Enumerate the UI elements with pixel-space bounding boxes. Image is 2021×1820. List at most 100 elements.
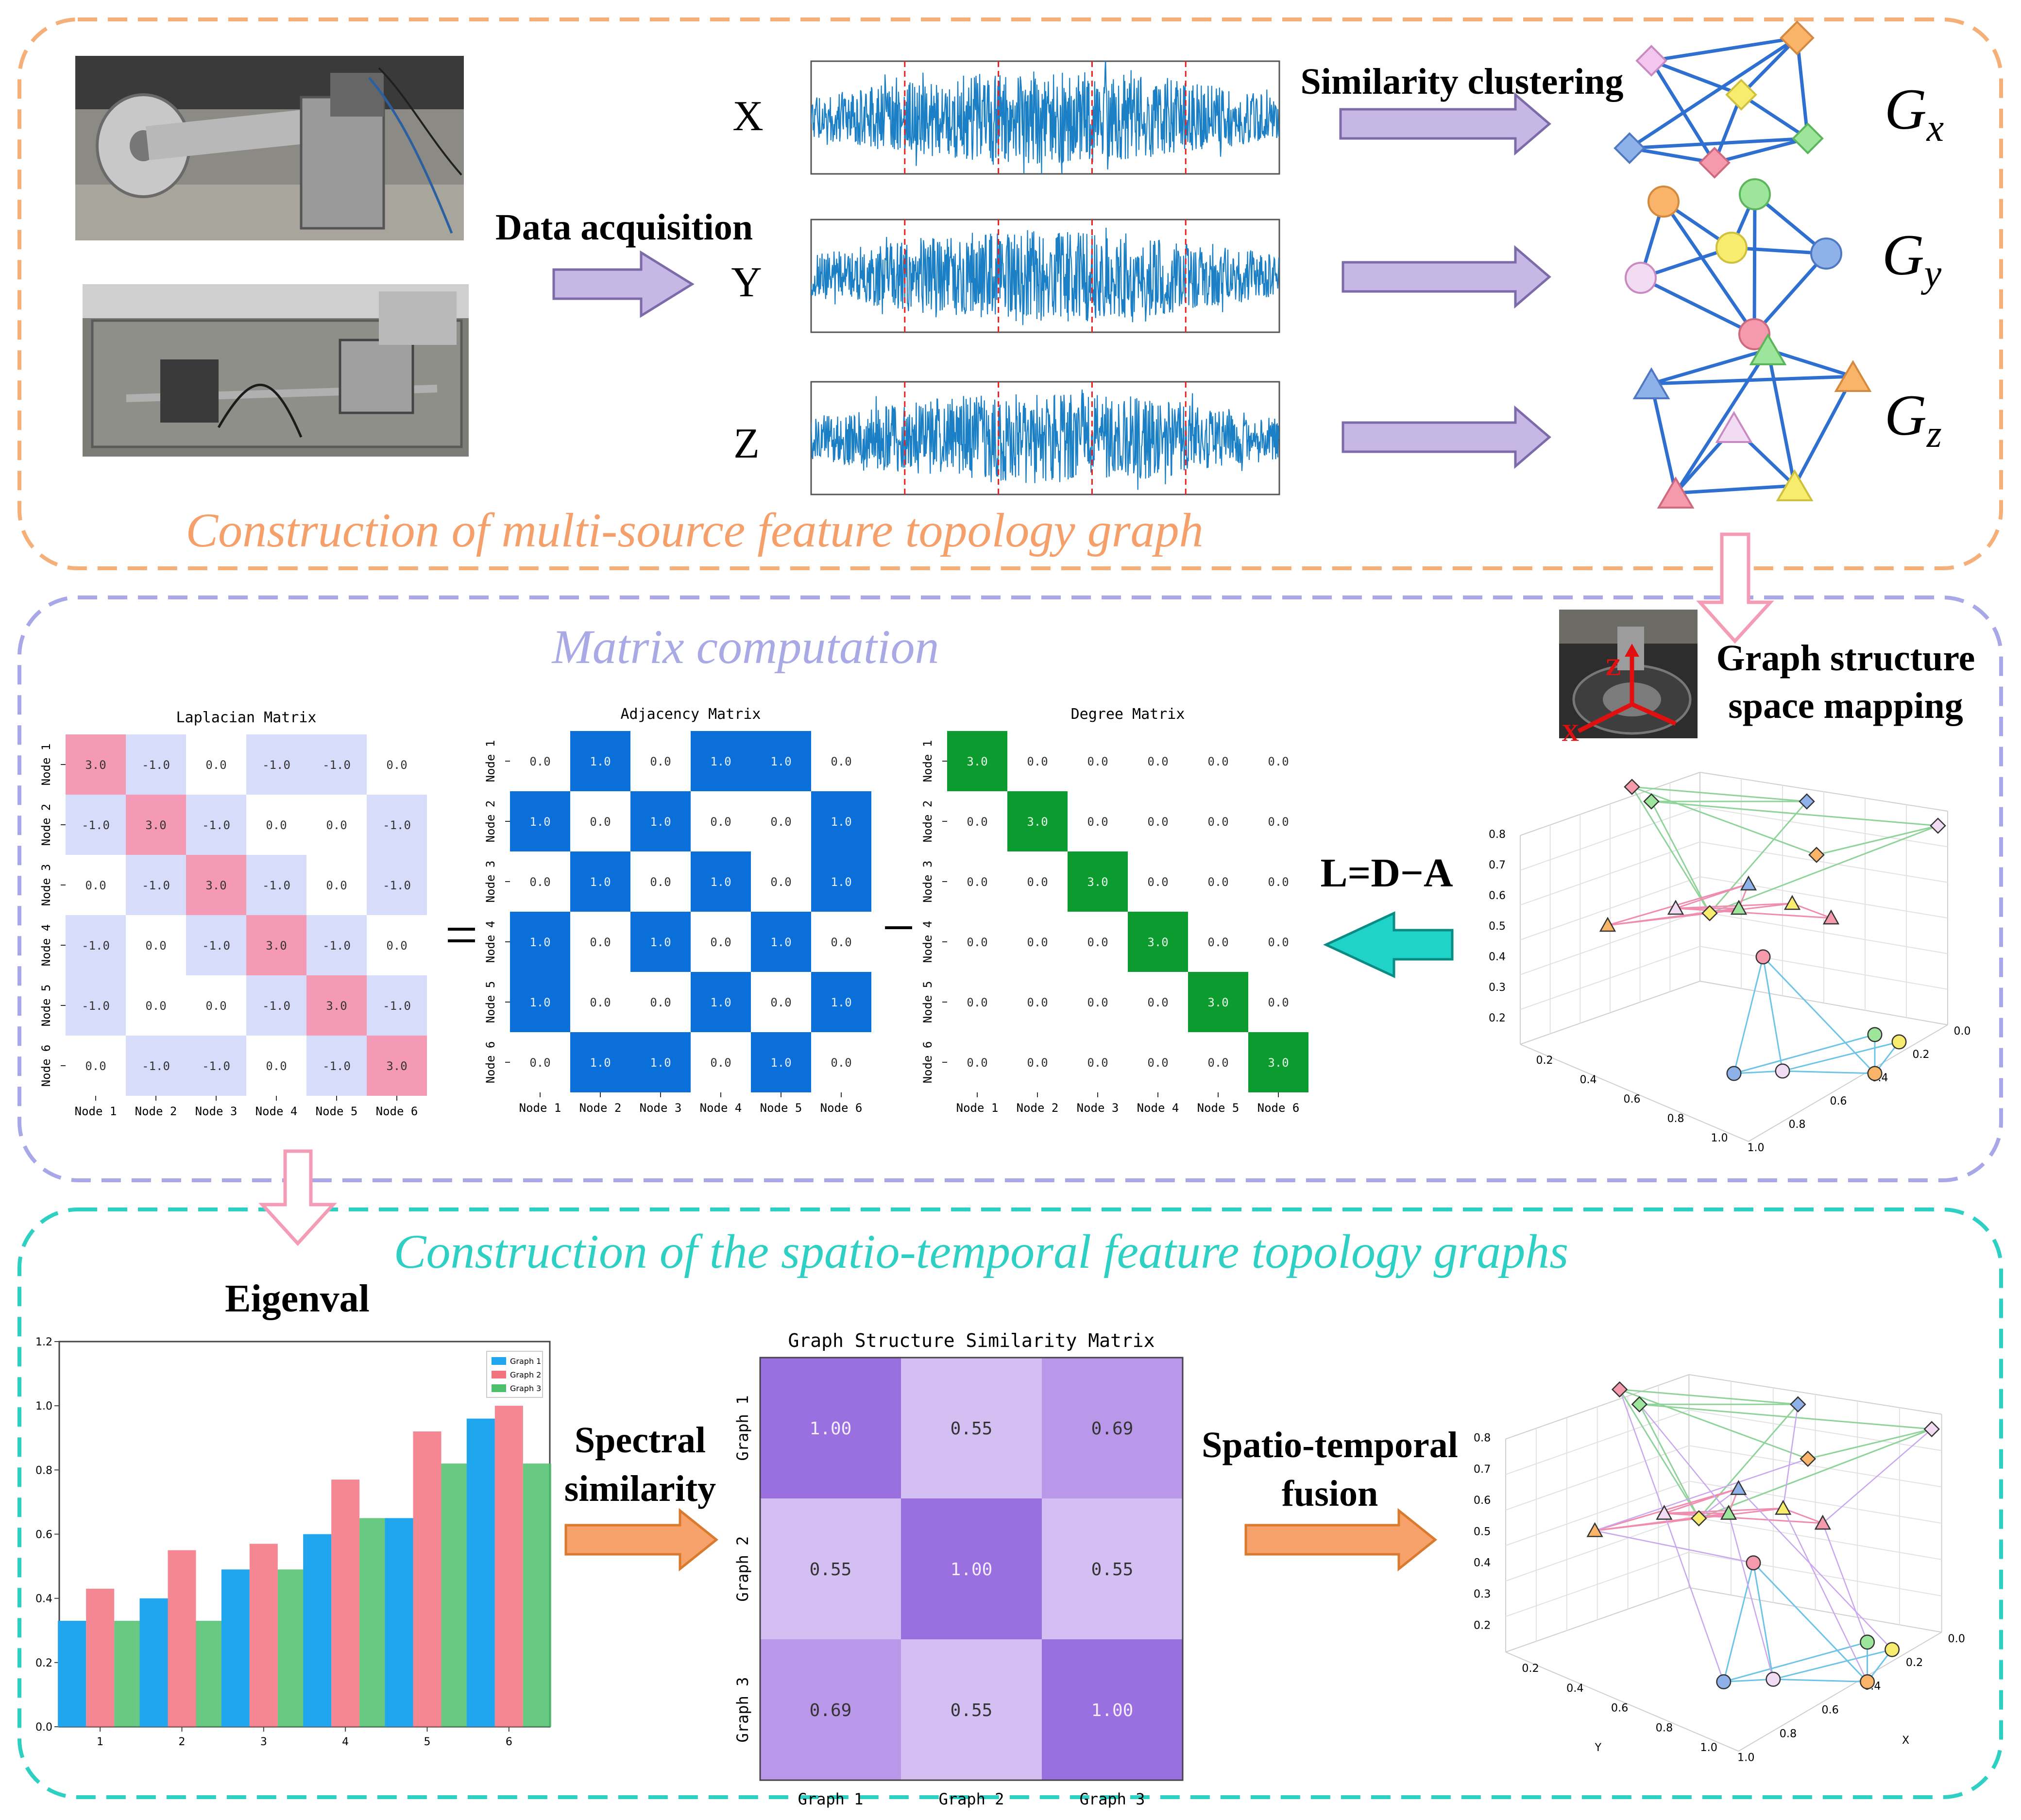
graph-edge <box>1595 1507 1783 1531</box>
matrix-cell <box>306 1036 367 1096</box>
z-tick-label: 0.4 <box>1489 951 1506 963</box>
matrix-title: Adjacency Matrix <box>621 706 761 723</box>
matrix-col-label: Node 4 <box>700 1101 742 1115</box>
matrix-cell-value: 0.0 <box>831 1056 851 1070</box>
bar-graph-3 <box>441 1463 470 1727</box>
graph-label-gy: Gy <box>1882 222 1942 295</box>
x-tick-label: 0.0 <box>1954 1025 1971 1038</box>
fusion-label-1: Spatio-temporal <box>1202 1425 1458 1465</box>
z-tick-label: 0.3 <box>1489 982 1506 994</box>
circle-node <box>1885 1642 1900 1657</box>
heatmap-value: 0.55 <box>1091 1560 1134 1580</box>
graph-edge <box>1709 801 1808 914</box>
graph-edge <box>1664 1507 1783 1514</box>
bar-graph-2 <box>249 1544 278 1727</box>
graph-label-gx: Gx <box>1885 77 1944 150</box>
matrix-cell <box>811 972 871 1032</box>
matrix-cell-value: 0.0 <box>386 939 407 953</box>
matrix-cell-value: 3.0 <box>85 758 106 772</box>
graph-edge <box>1782 1041 1900 1072</box>
matrix-col-label: Node 6 <box>1257 1101 1300 1115</box>
x-tick-label: 0.6 <box>1821 1704 1839 1717</box>
matrix-cell-value: 0.0 <box>1147 996 1168 1009</box>
matrix-col-label: Node 2 <box>135 1105 177 1118</box>
matrix-cell <box>126 734 186 795</box>
matrix-cell <box>751 1032 811 1092</box>
matrix-cell-value: 0.0 <box>967 815 987 829</box>
bar-graph-3 <box>523 1463 551 1727</box>
triangle-node <box>1814 1514 1831 1530</box>
y-tick-label: 0.8 <box>35 1464 52 1477</box>
graph-edge <box>1822 1429 1933 1524</box>
matrix-cell-value: 1.0 <box>590 875 611 889</box>
matrix-col-label: Node 6 <box>820 1101 863 1115</box>
graph-edge <box>1728 1513 1774 1680</box>
matrix-cell-value: 0.0 <box>590 815 611 829</box>
legend-label: Graph 3 <box>510 1384 541 1393</box>
test-rig-photo-2 <box>83 284 469 457</box>
svg-text:X: X <box>1562 719 1579 746</box>
matrix-cell <box>246 915 306 975</box>
graph-edge <box>1709 825 1938 914</box>
matrix-cell <box>630 1032 691 1092</box>
matrix-cell-value: 1.0 <box>831 875 851 889</box>
legend-swatch <box>492 1371 506 1378</box>
matrix-cell-value: 0.0 <box>1027 996 1048 1009</box>
matrix-cell-value: -1.0 <box>82 999 110 1013</box>
matrix-col-label: Node 5 <box>316 1105 358 1118</box>
graph-edge <box>1619 1389 1798 1405</box>
matrix-cell-value: 0.0 <box>650 755 671 768</box>
matrix-cell <box>186 795 246 855</box>
graph-edge <box>1762 956 1783 1072</box>
matrix-cell-value: -1.0 <box>383 999 411 1013</box>
graph-edge <box>1733 1070 1783 1074</box>
clustering-arrow-x <box>1339 92 1551 156</box>
matrix-cell-value: 3.0 <box>1027 815 1048 829</box>
matrix-cell-value: 0.0 <box>326 879 347 892</box>
graph-edge <box>1773 1649 1892 1680</box>
matrix-cell <box>630 791 691 851</box>
graph-edge <box>1773 1678 1868 1683</box>
matrix-cell-value: -1.0 <box>202 939 230 953</box>
matrix-cell-value: 0.0 <box>1147 1056 1168 1070</box>
heatmap-value: 0.55 <box>951 1419 993 1439</box>
graph-edge <box>1698 1404 1799 1519</box>
heatmap-cell <box>901 1639 1042 1780</box>
plot-frame-line <box>1748 1024 1948 1142</box>
matrix-cell-value: 0.0 <box>1087 936 1108 949</box>
matrix-cell <box>691 972 751 1032</box>
graph-gz-nodes <box>1632 333 1872 509</box>
fusion-label-2: fusion <box>1282 1473 1378 1514</box>
matrix-row-label: Node 4 <box>921 921 934 963</box>
matrix-col-label: Node 3 <box>195 1105 238 1118</box>
graph-edge <box>1631 786 1711 914</box>
matrix-cell-value: -1.0 <box>323 939 351 953</box>
bar-graph-1 <box>303 1534 332 1727</box>
matrix-cell-value: 0.0 <box>1147 755 1168 768</box>
bar-graph-3 <box>196 1620 224 1727</box>
z-tick-label: 0.5 <box>1474 1525 1491 1538</box>
heatmap-value: 1.00 <box>1091 1701 1134 1720</box>
matrix-cell <box>367 975 427 1036</box>
matrix-cell-value: 0.0 <box>650 875 671 889</box>
matrix-cell <box>570 731 630 791</box>
triangle-node <box>1599 917 1616 932</box>
cyan-arrow <box>1323 911 1454 978</box>
x-tick-label: 0.0 <box>1948 1633 1965 1645</box>
equals-sign: = <box>445 902 478 967</box>
diamond-node <box>1800 1450 1816 1467</box>
signal-label-y: Y <box>731 259 762 306</box>
triangle-node <box>1667 900 1684 915</box>
heatmap-row-label: Graph 1 <box>733 1395 752 1461</box>
graph-edge <box>1738 1488 1893 1650</box>
matrix-cell-value: 1.0 <box>770 936 791 949</box>
axis-label-x: X <box>1902 1735 1909 1747</box>
matrix-cell-value: 0.0 <box>831 755 851 768</box>
y-tick-label: 0.8 <box>1656 1721 1673 1734</box>
y-tick-label: 0.6 <box>1611 1702 1629 1715</box>
matrix-cell <box>126 1036 186 1096</box>
matrix-cell-value: 1.0 <box>831 815 851 829</box>
circle-node <box>1726 1066 1742 1081</box>
matrix-cell-value: 0.0 <box>205 999 226 1013</box>
